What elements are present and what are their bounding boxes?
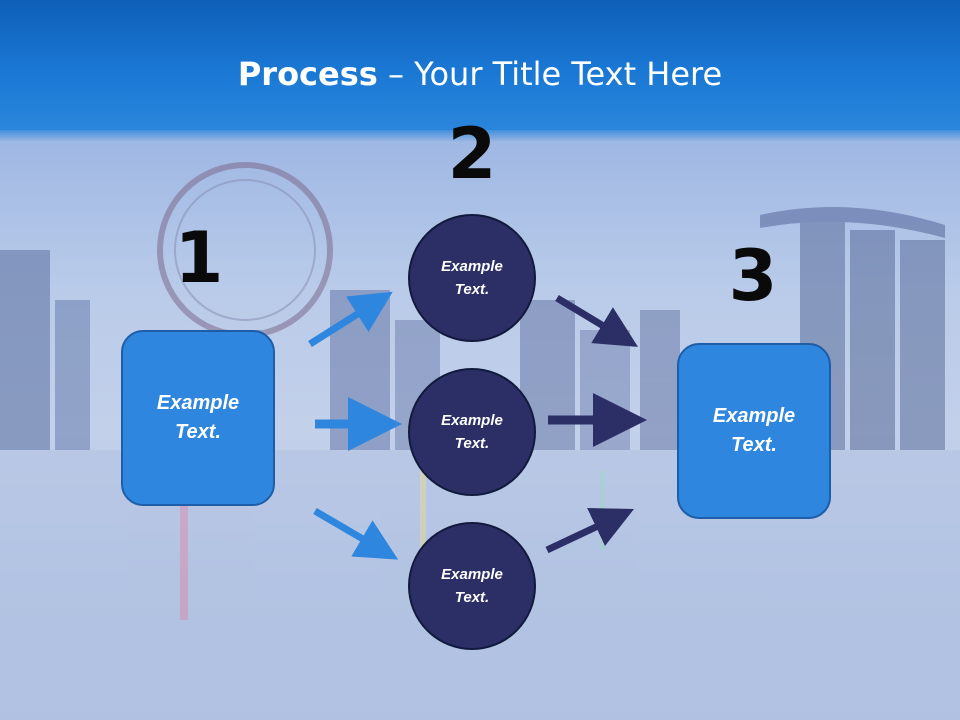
step-1-text: Example Text. xyxy=(156,392,240,443)
step-3-box: Example Text. xyxy=(677,343,831,519)
step-1-box: Example Text. xyxy=(121,330,275,506)
arrow-up-right xyxy=(308,291,393,347)
circle-text: Example Text. xyxy=(441,258,503,298)
step-3-text: Example Text. xyxy=(712,405,796,456)
step-2-circle-top: Example Text. xyxy=(408,214,536,342)
step-2-circle-bottom: Example Text. xyxy=(408,522,536,650)
arrow-down-right xyxy=(313,507,399,560)
step-2-circle-middle: Example Text. xyxy=(408,368,536,496)
title-rest: – Your Title Text Here xyxy=(377,55,723,93)
circle-text: Example Text. xyxy=(441,412,503,452)
step-number-3: 3 xyxy=(728,235,778,317)
circle-text: Example Text. xyxy=(441,566,503,606)
title-bar xyxy=(0,0,960,142)
step-number-1: 1 xyxy=(174,217,224,299)
step-number-2: 2 xyxy=(447,113,497,195)
arrow-dark-up-right xyxy=(545,507,635,554)
title-bold: Process xyxy=(237,55,378,93)
slide-title: Process – Your Title Text Here xyxy=(0,52,960,96)
arrow-dark-down-right xyxy=(555,295,638,347)
